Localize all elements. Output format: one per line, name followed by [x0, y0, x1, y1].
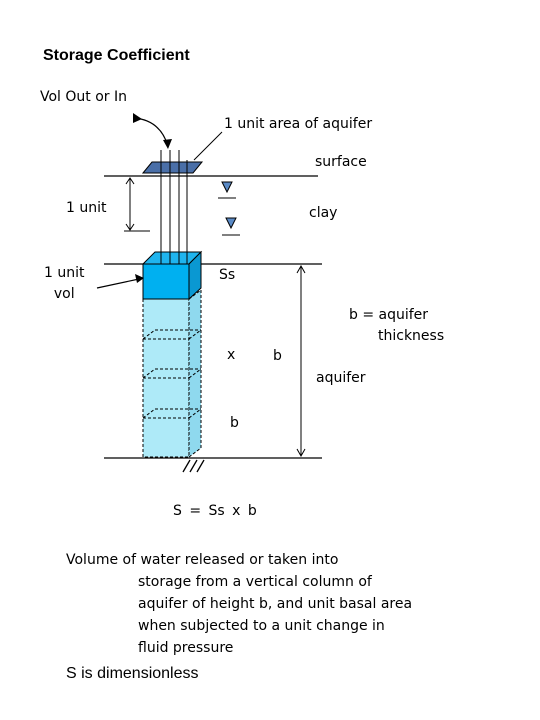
x-label: x	[227, 347, 236, 363]
dimensionless-note: S is dimensionless	[66, 665, 199, 682]
surface-unit-area-square	[141, 161, 204, 174]
aquifer-label: aquifer	[316, 370, 366, 386]
ground-hatch	[182, 459, 205, 473]
one-unit-dimension-arrow	[124, 177, 150, 232]
description-line: when subjected to a unit change in	[138, 618, 385, 634]
surface-label: surface	[315, 154, 367, 170]
aquifer-thickness-arrow	[296, 264, 306, 458]
description-line: aquifer of height b, and unit basal area	[138, 596, 413, 612]
unit-area-pointer	[193, 131, 223, 161]
b-thickness-line1: b = aquifer	[349, 307, 429, 323]
b-low-label: b	[230, 415, 239, 431]
b-mid-label: b	[273, 348, 282, 364]
description-line: storage from a vertical column of	[138, 574, 372, 590]
one-unit-vol-line1: 1 unit	[44, 265, 85, 281]
page-title: Storage Coefficient	[43, 47, 190, 64]
description-line: Volume of water released or taken into	[66, 552, 339, 568]
unit-area-label: 1 unit area of aquifer	[224, 116, 373, 132]
aquifer-column	[142, 289, 202, 458]
vol-in-out-arrow	[133, 113, 172, 149]
b-thickness-line2: thickness	[378, 328, 445, 344]
one-unit-vol-label: 1 unit vol	[44, 263, 84, 305]
one-unit-label: 1 unit	[66, 200, 107, 216]
unit-volume-cube	[141, 250, 203, 301]
well-column-lines	[160, 150, 188, 264]
clay-label: clay	[309, 205, 338, 221]
water-table-marker-upper	[218, 181, 236, 199]
ss-label: Ss	[219, 267, 236, 283]
formula: S = Ss x b	[173, 503, 257, 519]
vol-out-or-in-label: Vol Out or In	[40, 89, 128, 105]
water-table-marker-lower	[222, 217, 240, 236]
unit-vol-pointer	[96, 274, 144, 289]
description: Volume of water released or taken into s…	[66, 549, 486, 659]
one-unit-vol-line2: vol	[53, 286, 75, 302]
b-thickness-label: b = aquifer thickness	[349, 305, 444, 347]
description-line: fluid pressure	[138, 640, 234, 656]
